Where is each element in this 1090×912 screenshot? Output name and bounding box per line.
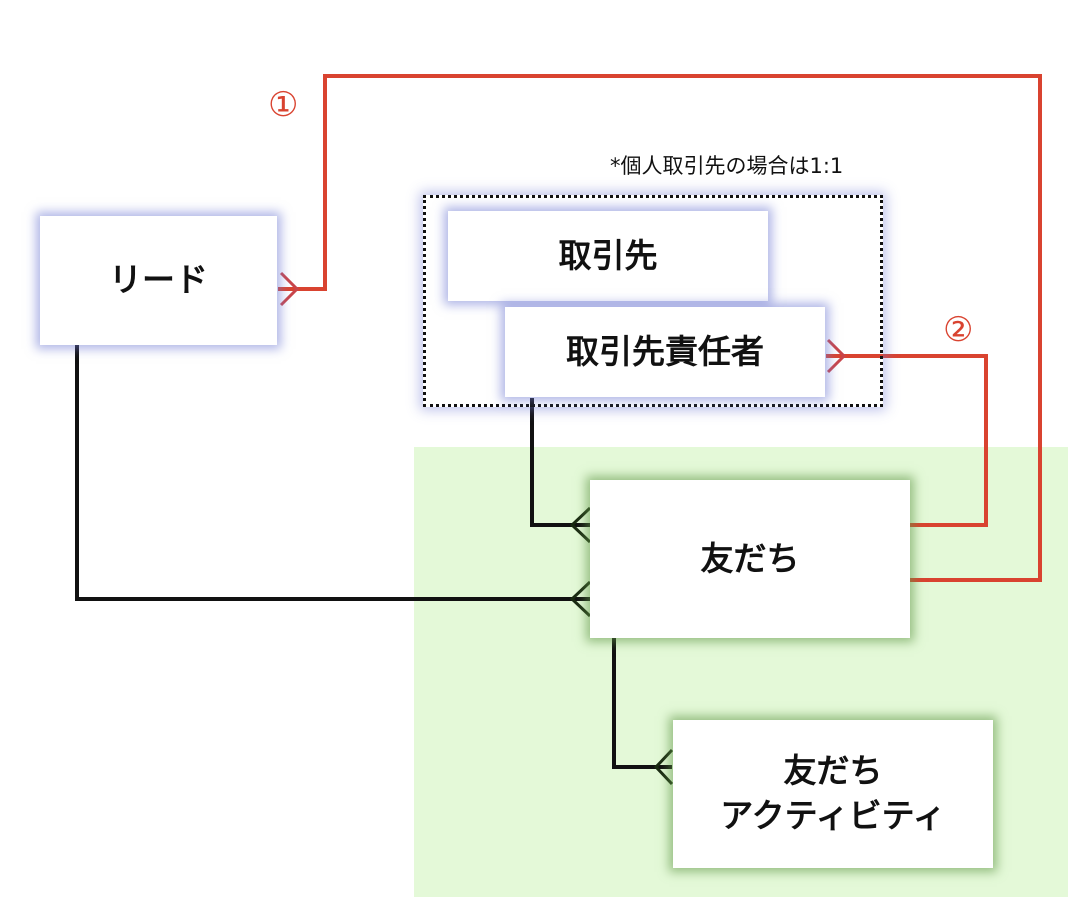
marker-two: ② [943,310,974,350]
entity-account[interactable]: 取引先 [448,211,768,301]
lead-to-friend-line [75,345,590,601]
entity-friend-label: 友だち [700,538,800,578]
arrow-contact [826,338,847,374]
crowfoot-lead-friend [569,580,592,618]
entity-account-label: 取引先 [558,235,658,275]
entity-contact-label: 取引先責任者 [566,331,764,371]
crowfoot-friend-activity [653,748,674,786]
entity-lead[interactable]: リード [40,216,277,345]
entity-contact[interactable]: 取引先責任者 [505,307,825,397]
arrow-lead [279,271,300,307]
entity-friend-activity-label-line1: 友だち [783,751,883,791]
account-group-box [423,195,883,407]
friend-to-activity-line [612,638,672,769]
friend-to-lead-red-line [278,74,1042,582]
crowfoot-contact-friend [569,506,592,544]
entity-friend-activity-label-line2: アクティビティ [720,796,946,835]
contact-to-friend-line [530,398,590,527]
entity-friend[interactable]: 友だち [590,480,910,638]
entity-friend-activity[interactable]: 友だち アクティビティ [673,720,993,868]
marker-one: ① [268,85,299,125]
friend-to-contact-red-line [826,354,988,527]
group-note: *個人取引先の場合は1:1 [610,154,844,178]
entity-lead-label: リード [109,260,208,300]
